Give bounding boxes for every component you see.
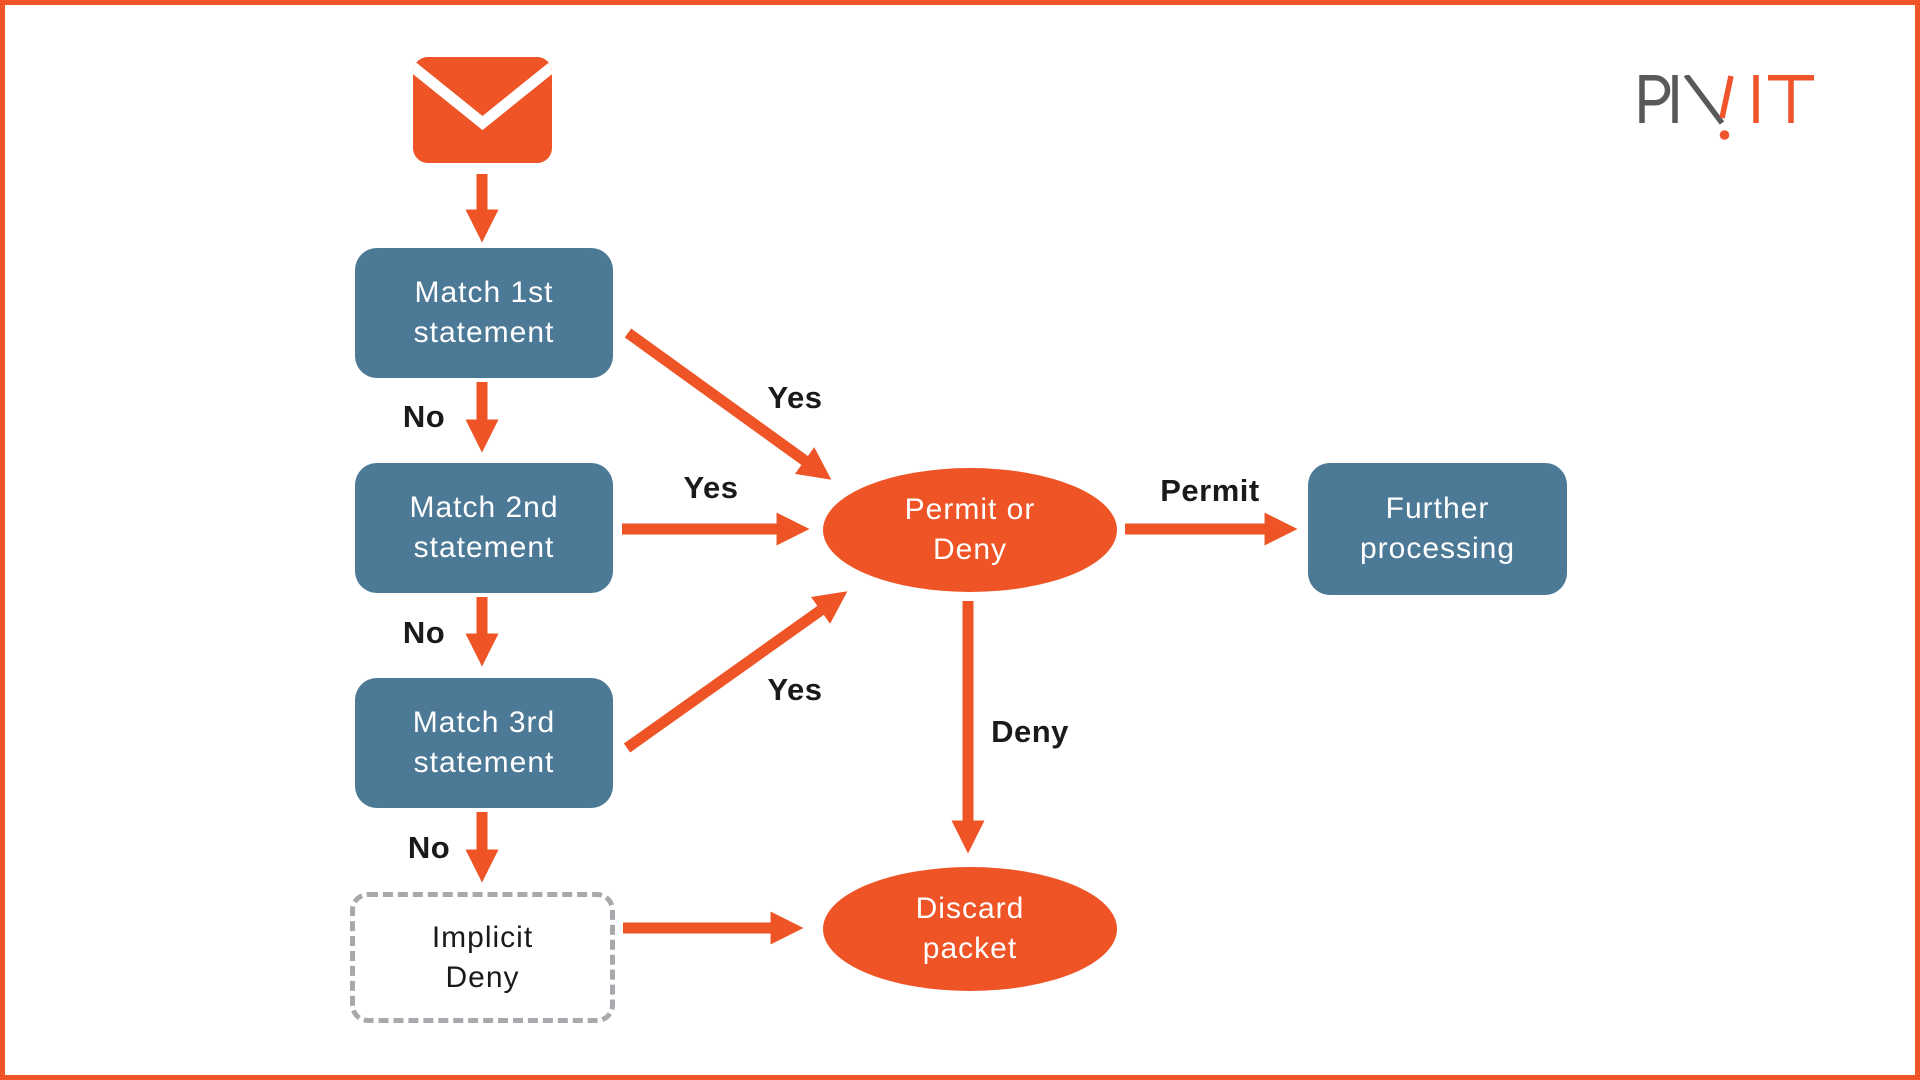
edge-label-yes-2: Yes bbox=[683, 470, 739, 505]
pivit-logo bbox=[1639, 75, 1814, 140]
edge-label-yes-3: Yes bbox=[767, 672, 823, 707]
arrow-yes-match3-to-permit-or-deny bbox=[623, 591, 848, 753]
node-match-2nd-statement: Match 2nd statement bbox=[355, 463, 613, 593]
logo-letter-v-left bbox=[1683, 75, 1725, 125]
edge-label-yes-1: Yes bbox=[767, 380, 823, 415]
node-discard-packet: Discard packet bbox=[823, 867, 1117, 991]
edge-label-no-2: No bbox=[402, 615, 446, 650]
arrows-layer bbox=[465, 174, 1298, 945]
edge-label-no-1: No bbox=[402, 399, 446, 434]
node-further-processing: Further processing bbox=[1308, 463, 1567, 595]
edge-label-deny: Deny bbox=[991, 714, 1069, 749]
node-implicit-deny: Implicit Deny bbox=[350, 892, 615, 1023]
arrow-yes-match1-to-permit-or-deny bbox=[624, 328, 832, 480]
node-match-1st-statement: Match 1st statement bbox=[355, 248, 613, 378]
envelope-icon bbox=[413, 57, 552, 163]
node-permit-or-deny: Permit or Deny bbox=[823, 468, 1117, 592]
node-match-3rd-statement: Match 3rd statement bbox=[355, 678, 613, 808]
logo-exclamation-slant bbox=[1719, 75, 1734, 119]
logo-letter-p-bowl bbox=[1642, 75, 1671, 106]
edge-label-no-3: No bbox=[407, 830, 451, 865]
logo-exclamation-dot bbox=[1719, 130, 1730, 140]
edge-label-permit: Permit bbox=[1160, 473, 1260, 508]
